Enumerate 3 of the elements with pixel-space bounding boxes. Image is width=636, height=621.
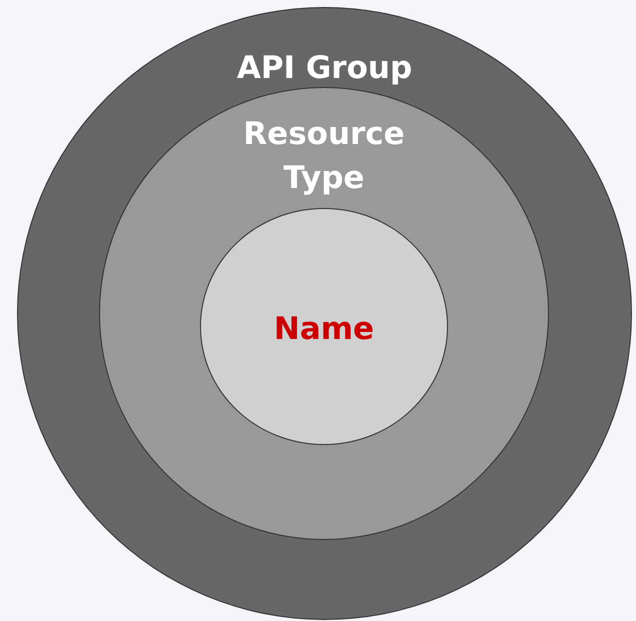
circle-label: Resource Type [242, 115, 406, 198]
circle-label: Name [272, 310, 376, 349]
circle-label: API Group [236, 49, 414, 88]
